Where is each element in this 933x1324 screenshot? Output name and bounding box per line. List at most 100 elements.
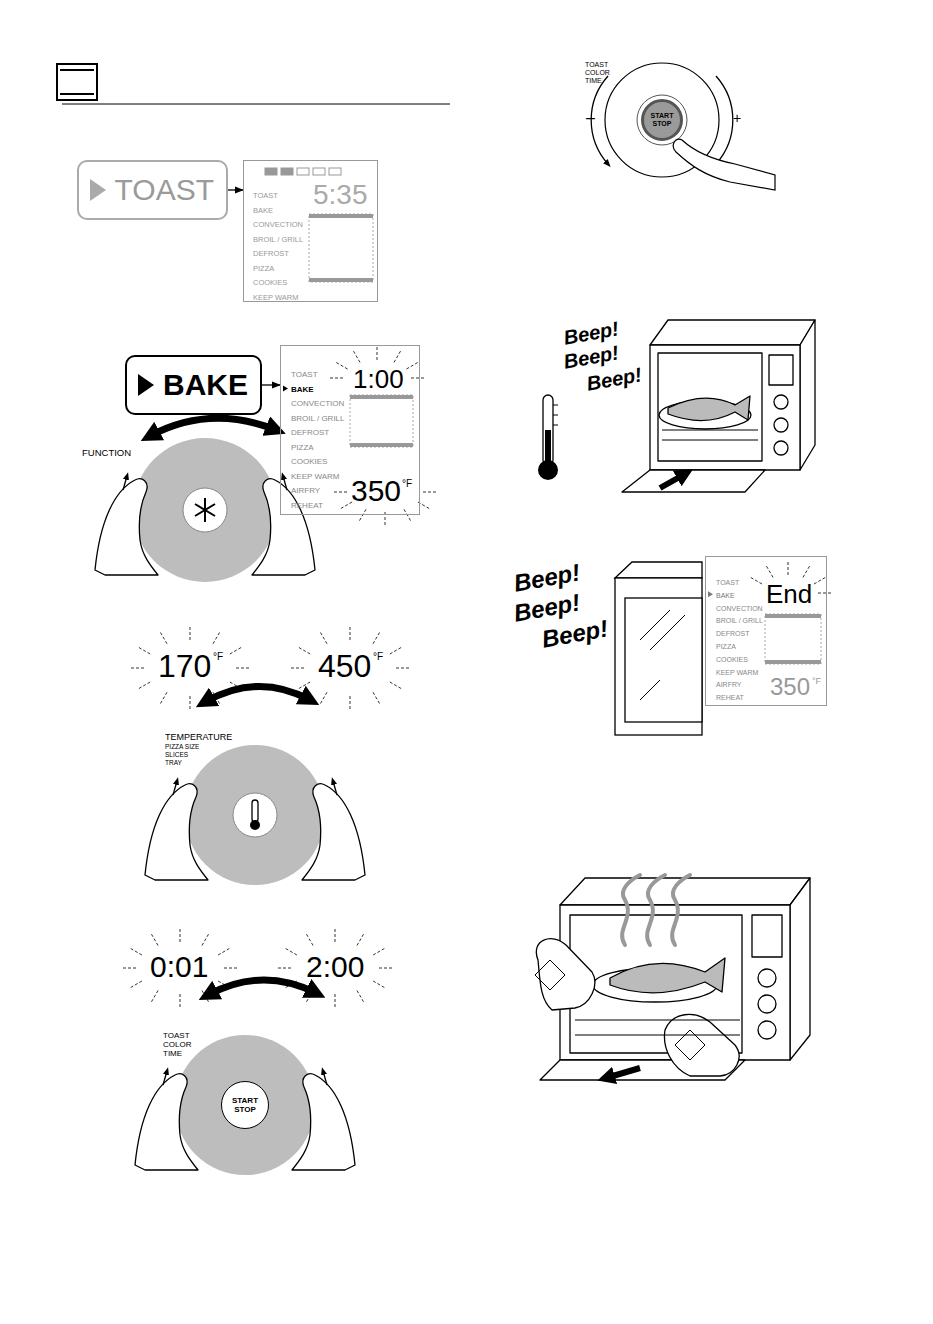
- blink-ray: [353, 350, 360, 362]
- menu-item: CONVECTION: [253, 221, 303, 229]
- blink-ray: [285, 948, 297, 955]
- blink-ray: [180, 928, 181, 942]
- blink-ray: [359, 509, 366, 521]
- blink-ray: [377, 346, 378, 360]
- display-digits: 0:01: [150, 952, 208, 982]
- menu-item: DEFROST: [716, 630, 749, 637]
- callout-text: TOAST: [115, 175, 214, 205]
- control-label: SLICES: [165, 752, 188, 759]
- menu-item: COOKIES: [291, 458, 327, 466]
- control-label: TEMPERATURE: [165, 733, 232, 742]
- blink-ray: [788, 561, 789, 575]
- blink-ray: [298, 682, 310, 689]
- menu-item: DEFROST: [291, 429, 329, 437]
- control-label: PIZZA SIZE: [165, 744, 199, 751]
- callout-text: BAKE: [163, 370, 248, 400]
- display-digits: 350: [770, 675, 810, 699]
- control-label: TIME: [163, 1050, 182, 1058]
- blink-ray: [180, 994, 181, 1008]
- button-text: START STOP: [647, 112, 677, 128]
- blink-ray: [138, 647, 150, 654]
- blink-ray: [335, 994, 336, 1008]
- blink-ray: [236, 668, 250, 669]
- menu-item: KEEP WARM: [291, 473, 339, 481]
- blink-ray: [151, 991, 158, 1003]
- start-stop-button: START STOP: [641, 99, 683, 141]
- blink-ray: [298, 647, 310, 654]
- control-label: TIME: [585, 77, 602, 84]
- blink-ray: [320, 632, 327, 644]
- blink-ray: [333, 492, 347, 493]
- blink-ray: [190, 626, 191, 640]
- blink-ray: [766, 565, 773, 577]
- blink-ray: [130, 981, 142, 988]
- blink-ray: [396, 668, 410, 669]
- menu-item: TOAST: [253, 192, 278, 200]
- blink-ray: [404, 509, 411, 521]
- menu-item: PIZZA: [291, 444, 314, 452]
- menu-item: KEEP WARM: [716, 669, 758, 676]
- beep-text: Beep!: [540, 616, 610, 651]
- blink-ray: [357, 991, 364, 1003]
- button-text: START STOP: [229, 1096, 261, 1114]
- pointer-triangle: [90, 179, 106, 201]
- blink-ray: [202, 991, 209, 1003]
- menu-item: BROIL / GRILL: [291, 415, 345, 423]
- blink-ray: [306, 991, 313, 1003]
- menu-item: BAKE: [716, 592, 735, 599]
- blink-ray: [373, 692, 380, 704]
- control-label: TRAY: [165, 760, 182, 767]
- beep-text: Beep!: [512, 590, 582, 625]
- blink-ray: [138, 682, 150, 689]
- callout-arrow: [262, 384, 280, 385]
- menu-item: BAKE: [291, 386, 314, 394]
- menu-item: COOKIES: [253, 279, 287, 287]
- menu-item: PIZZA: [716, 643, 736, 650]
- blink-ray: [122, 968, 136, 969]
- display-digits: °F: [402, 479, 412, 489]
- blink-ray: [335, 928, 336, 942]
- menu-item: BROIL / GRILL: [253, 236, 303, 244]
- menu-item: TOAST: [716, 579, 739, 586]
- blink-ray: [230, 682, 242, 689]
- blink-ray: [230, 647, 242, 654]
- display-digits: 350: [351, 476, 401, 506]
- blink-ray: [350, 696, 351, 710]
- blink-ray: [130, 948, 142, 955]
- menu-item: KEEP WARM: [253, 294, 298, 302]
- control-label: COLOR: [585, 69, 610, 76]
- blink-ray: [213, 692, 220, 704]
- menu-item: REHEAT: [716, 694, 744, 701]
- display-digits: End: [766, 581, 812, 607]
- blink-ray: [350, 626, 351, 640]
- menu-item: CONVECTION: [291, 400, 344, 408]
- callout-arrow: [228, 189, 243, 190]
- blink-ray: [340, 502, 352, 509]
- blink-ray: [423, 492, 437, 493]
- control-label: TOAST: [163, 1032, 190, 1040]
- menu-item: AIRFRY: [291, 487, 320, 495]
- blink-ray: [213, 632, 220, 644]
- pointer-triangle: [138, 374, 154, 396]
- blink-ray: [803, 565, 810, 577]
- menu-item: PIZZA: [253, 265, 274, 273]
- blink-ray: [373, 632, 380, 644]
- menu-item: DEFROST: [253, 250, 289, 258]
- blink-ray: [411, 378, 425, 379]
- display-digits: 1:00: [353, 366, 404, 392]
- blink-ray: [750, 577, 762, 584]
- blink-ray: [329, 378, 343, 379]
- beep-text: Beep!: [585, 364, 643, 393]
- beep-text: Beep!: [512, 560, 582, 595]
- blink-ray: [394, 350, 401, 362]
- menu-item: REHEAT: [291, 502, 323, 510]
- blink-ray: [818, 593, 832, 594]
- blink-ray: [406, 362, 418, 369]
- blink-ray: [285, 981, 297, 988]
- control-label: –: [586, 110, 595, 126]
- blink-ray: [130, 668, 144, 669]
- menu-item: BROIL / GRILL: [716, 617, 763, 624]
- lcd-display: TOASTBAKECONVECTIONBROIL / GRILLDEFROSTP…: [705, 556, 827, 706]
- lcd-display: TOASTBAKECONVECTIONBROIL / GRILLDEFROSTP…: [243, 160, 378, 302]
